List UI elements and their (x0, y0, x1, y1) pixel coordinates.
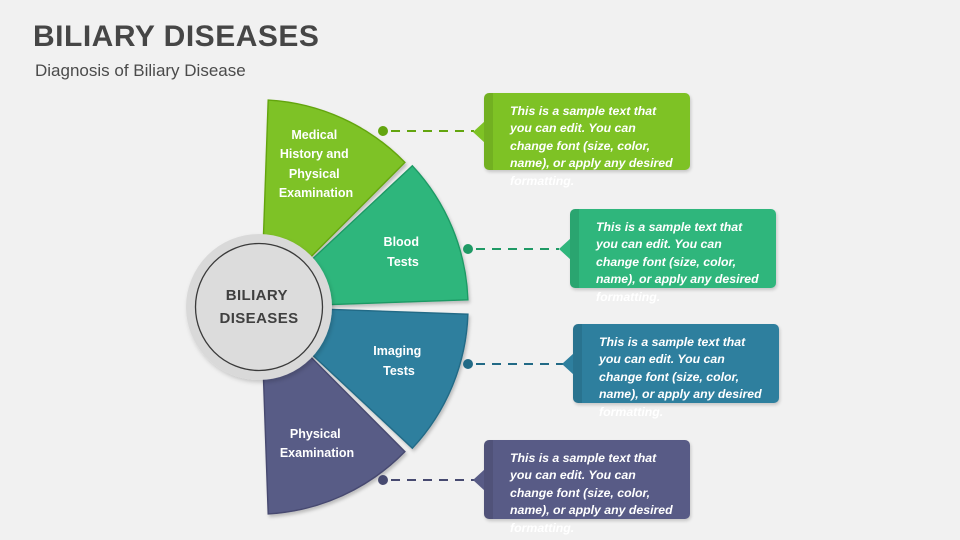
connector-physical-examination (378, 475, 474, 485)
callout-notch-icon (473, 468, 485, 491)
page-title: BILIARY DISEASES (33, 20, 320, 53)
connector-blood-tests (463, 244, 559, 254)
segment-blood-tests-label: Blood Tests (384, 235, 423, 269)
callout-imaging-tests[interactable]: This is a sample text that you can edit.… (562, 324, 779, 419)
callout-accent-bar (570, 209, 579, 288)
callout-accent-bar (484, 93, 493, 170)
callout-physical-examination[interactable]: This is a sample text that you can edit.… (473, 440, 690, 535)
segment-medical-history-label: Medical History and Physical Examination (279, 128, 353, 200)
hub-circle[interactable]: BILIARY DISEASES (186, 234, 332, 380)
page-subtitle: Diagnosis of Biliary Disease (35, 61, 246, 80)
callout-text-imaging-tests: This is a sample text that you can edit.… (599, 335, 762, 419)
connector-dot-medical-history (378, 126, 388, 136)
connector-dot-imaging-tests (463, 359, 473, 369)
segment-imaging-tests-label: Imaging Tests (373, 344, 424, 378)
segment-physical-examination-label: Physical Examination (280, 427, 354, 460)
connector-medical-history (378, 126, 474, 136)
callout-notch-icon (562, 352, 574, 375)
connector-dot-physical-examination (378, 475, 388, 485)
callout-notch-icon (559, 237, 571, 260)
callout-notch-icon (473, 120, 485, 143)
hub-inner-circle (194, 242, 324, 372)
callout-blood-tests[interactable]: This is a sample text that you can edit.… (559, 209, 776, 304)
connector-imaging-tests (463, 359, 563, 369)
callout-accent-bar (573, 324, 582, 403)
callout-medical-history[interactable]: This is a sample text that you can edit.… (473, 93, 690, 188)
callout-text-medical-history: This is a sample text that you can edit.… (510, 104, 673, 188)
callout-text-blood-tests: This is a sample text that you can edit.… (596, 220, 759, 304)
hub-label: BILIARY DISEASES (219, 287, 298, 327)
callout-text-physical-examination: This is a sample text that you can edit.… (510, 451, 673, 535)
callout-accent-bar (484, 440, 493, 519)
connector-dot-blood-tests (463, 244, 473, 254)
